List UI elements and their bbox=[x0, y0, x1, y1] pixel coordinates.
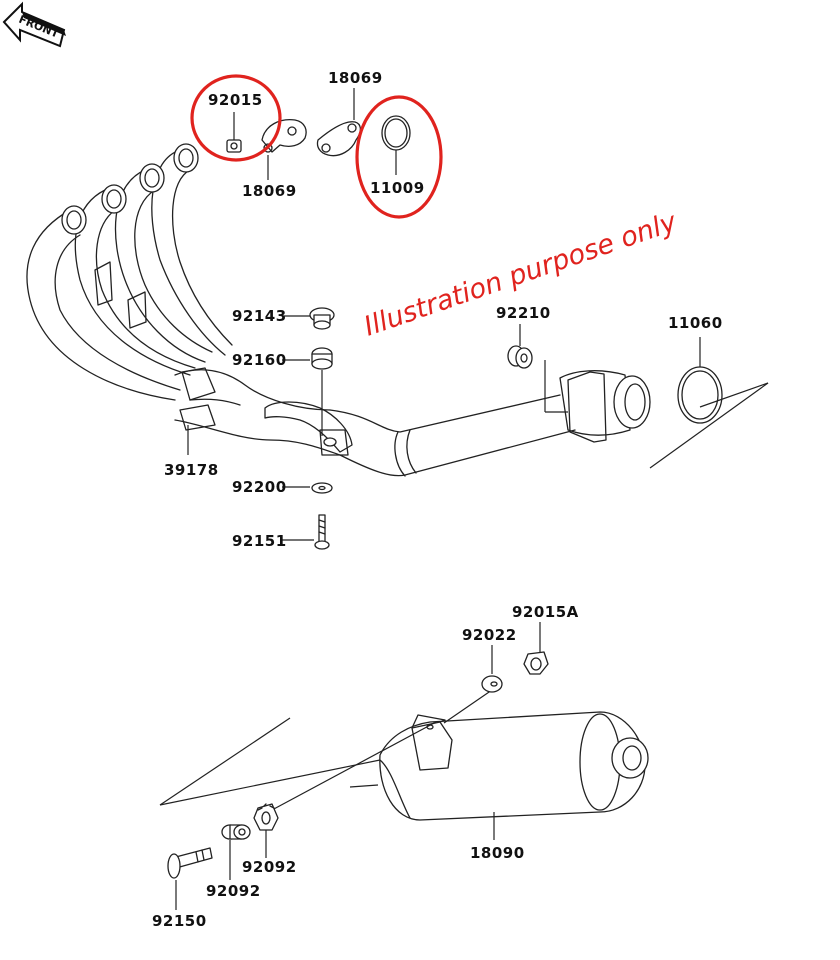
label-92151: 92151 bbox=[232, 532, 287, 550]
nut-92015A bbox=[523, 622, 549, 675]
damper-92160 bbox=[282, 347, 333, 436]
highlight-circle-11009 bbox=[355, 95, 443, 219]
washer-92200 bbox=[282, 482, 333, 494]
highlight-circle-92015 bbox=[190, 74, 282, 162]
gasket-11009 bbox=[381, 115, 411, 175]
collar-92022 bbox=[481, 645, 503, 693]
exhaust-header-pipes bbox=[26, 143, 651, 477]
label-11009: 11009 bbox=[370, 179, 425, 197]
label-92150: 92150 bbox=[152, 912, 207, 930]
front-arrow-icon: FRONT bbox=[2, 1, 66, 48]
label-39178: 39178 bbox=[164, 461, 219, 479]
nut-92015 bbox=[226, 112, 242, 153]
label-18069-top: 18069 bbox=[328, 69, 383, 87]
label-92210: 92210 bbox=[496, 304, 551, 322]
label-92160: 92160 bbox=[232, 351, 287, 369]
collar-92092-b bbox=[221, 824, 251, 880]
label-11060: 11060 bbox=[668, 314, 723, 332]
damper-92143 bbox=[282, 307, 335, 330]
label-92015: 92015 bbox=[208, 91, 263, 109]
label-92022: 92022 bbox=[462, 626, 517, 644]
muffler-18090 bbox=[159, 689, 649, 840]
label-92200: 92200 bbox=[232, 478, 287, 496]
gasket-11060 bbox=[649, 337, 769, 469]
label-18090: 18090 bbox=[470, 844, 525, 862]
label-92143: 92143 bbox=[232, 307, 287, 325]
label-18069-bottom: 18069 bbox=[242, 182, 297, 200]
label-92015A: 92015A bbox=[512, 603, 579, 621]
bolt-92150 bbox=[167, 847, 213, 910]
bracket-18069 bbox=[261, 88, 362, 180]
grommet-92092-a bbox=[253, 803, 279, 858]
collar-92210 bbox=[507, 324, 533, 369]
illustration-note: Illustration purpose only bbox=[360, 206, 681, 342]
label-92092-a: 92092 bbox=[242, 858, 297, 876]
label-92092-b: 92092 bbox=[206, 882, 261, 900]
bolt-92151 bbox=[282, 514, 330, 550]
